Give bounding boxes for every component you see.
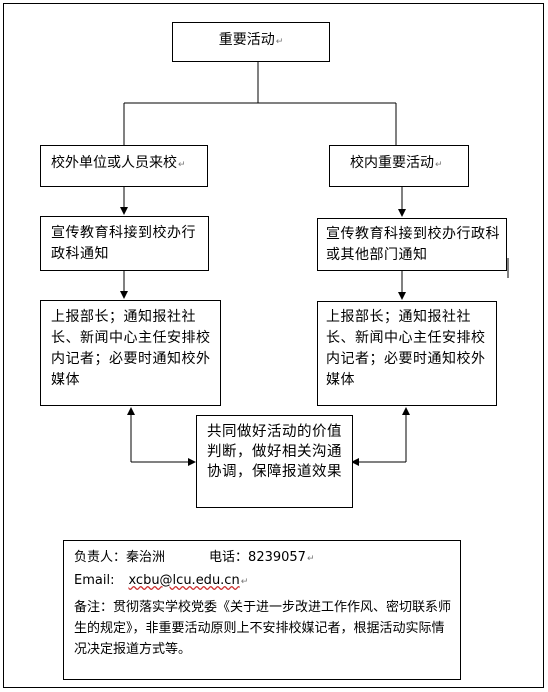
phone-number: 8239057 bbox=[248, 550, 306, 565]
email-link[interactable]: xcbu@lcu.edu.cn bbox=[128, 573, 240, 588]
node-external-visitors-label: 校外单位或人员来校 bbox=[51, 155, 177, 171]
node-internal-activity-label: 校内重要活动 bbox=[350, 155, 434, 171]
node-left-receive-notice-label: 宣传教育科接到校办行政科通知 bbox=[51, 225, 196, 262]
node-right-receive-notice: 宣传教育科接到校办行政科或其他部门通知 bbox=[317, 218, 507, 271]
node-right-report-label: 上报部长；通知报社社长、新闻中心主任安排校内记者；必要时通知校外媒体 bbox=[326, 309, 486, 388]
phone-label: 电话： bbox=[209, 550, 249, 565]
node-right-report: 上报部长；通知报社社长、新闻中心主任安排校内记者；必要时通知校外媒体 bbox=[317, 301, 497, 406]
responsible-label: 负责人： bbox=[74, 550, 127, 565]
node-left-receive-notice: 宣传教育科接到校办行政科通知 bbox=[40, 216, 209, 271]
paragraph-mark-icon: ↵ bbox=[275, 37, 284, 47]
responsible-name: 秦治洲 bbox=[126, 550, 166, 565]
responsible-line: 负责人：秦治洲 电话：8239057↵ bbox=[74, 549, 315, 568]
node-left-report-label: 上报部长；通知报社社长、新闻中心主任安排校内记者；必要时通知校外媒体 bbox=[51, 309, 211, 388]
email-line: Email: xcbu@lcu.edu.cn↵ bbox=[74, 572, 248, 591]
email-label: Email: bbox=[74, 573, 115, 588]
node-joint-judgment-label: 共同做好活动的价值判断，做好相关沟通协调，保障报道效果 bbox=[207, 424, 342, 480]
paragraph-mark-icon: ↵ bbox=[435, 160, 443, 170]
node-important-activity: 重要活动↵ bbox=[172, 22, 330, 62]
node-left-report: 上报部长；通知报社社长、新闻中心主任安排校内记者；必要时通知校外媒体 bbox=[40, 300, 221, 406]
node-internal-activity: 校内重要活动↵ bbox=[329, 145, 469, 187]
page-frame bbox=[3, 3, 544, 688]
paragraph-mark-icon: ↵ bbox=[178, 160, 186, 170]
contact-notes-box: 负责人：秦治洲电话：8239057↵ Email:xcbu@lcu.edu.cn… bbox=[63, 540, 461, 680]
remark-text: 备注：贯彻落实学校党委《关于进一步改进工作作风、密切联系师生的规定》，非重要活动… bbox=[74, 600, 452, 657]
node-right-receive-notice-label: 宣传教育科接到校办行政科或其他部门通知 bbox=[326, 226, 500, 263]
node-external-visitors: 校外单位或人员来校↵ bbox=[40, 145, 208, 187]
paragraph-mark-icon: ↵ bbox=[306, 554, 315, 564]
node-joint-judgment: 共同做好活动的价值判断，做好相关沟通协调，保障报道效果 bbox=[196, 415, 353, 508]
paragraph-mark-icon: ↵ bbox=[240, 577, 249, 587]
node-important-activity-label: 重要活动 bbox=[218, 32, 275, 48]
